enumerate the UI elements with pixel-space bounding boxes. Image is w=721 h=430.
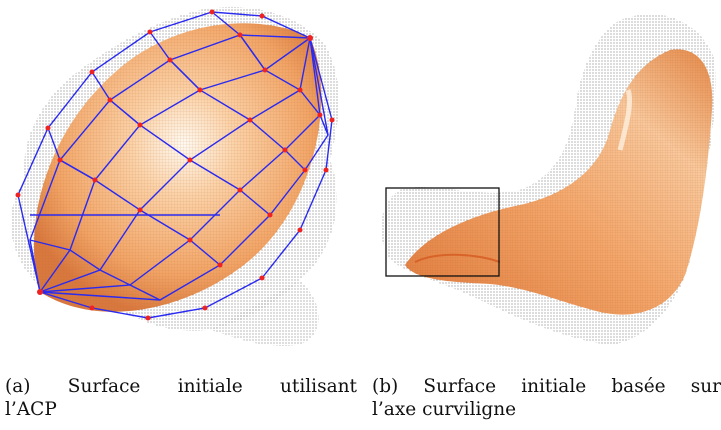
caption-a-line1: (a) Surface initiale utilisant xyxy=(5,375,357,398)
caption-a-word: Surface xyxy=(67,376,141,397)
caption-a-word: initiale xyxy=(177,376,243,397)
caption-b-word: Surface xyxy=(423,376,497,397)
pca-surface-render xyxy=(10,6,339,347)
ellipsoid-surface xyxy=(34,23,322,312)
curved-surface xyxy=(405,49,713,315)
region-of-interest-box xyxy=(385,187,500,277)
caption-a: (a) Surface initiale utilisant l’ACP xyxy=(5,375,357,421)
caption-b-word: basée xyxy=(611,376,666,397)
caption-b: (b) Surface initiale basée sur l’axe cur… xyxy=(372,375,721,421)
caption-b-label: (b) xyxy=(372,376,399,397)
caption-b-word: initiale xyxy=(521,376,587,397)
subfigure-a-image xyxy=(0,0,350,350)
caption-b-line2: l’axe curviligne xyxy=(372,399,517,420)
caption-a-line2: l’ACP xyxy=(5,399,57,420)
caption-a-label: (a) xyxy=(5,376,31,397)
curvilinear-surface-render xyxy=(381,14,716,346)
caption-b-line1: (b) Surface initiale basée sur xyxy=(372,375,721,398)
subfigure-b-image xyxy=(370,0,721,350)
control-points xyxy=(15,9,335,321)
caption-a-word: utilisant xyxy=(279,376,357,397)
caption-b-word: sur xyxy=(690,376,721,397)
